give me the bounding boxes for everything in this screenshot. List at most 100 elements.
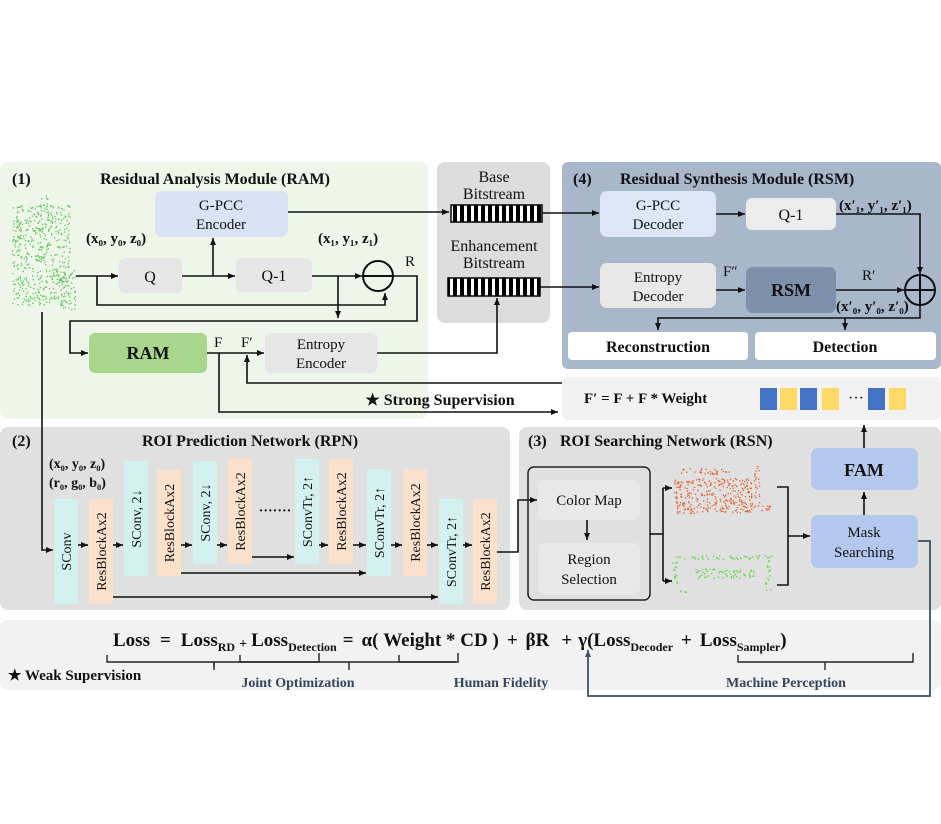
resblock-block: ResBlockAx2 [228, 459, 252, 564]
weight-squares [760, 388, 906, 410]
rsm-number: (4) [573, 171, 592, 188]
sconv-block: SConvTr, 2↑ [439, 499, 463, 604]
feedback-arrow [585, 540, 931, 697]
quantize-box [119, 258, 182, 293]
rpn-input-colors: (r₀, g₀, b₀) [49, 476, 106, 491]
sconv-block: SConvTr, 2↑ [295, 459, 319, 564]
sconv-block: SConvTr, 2↑ [367, 469, 391, 576]
svg-text:Loss=LossRD+LossDetection=α( W: Loss=LossRD+LossDetection=α( Weight * CD… [113, 630, 787, 654]
weight-square [780, 388, 797, 410]
color-map-label: Color Map [556, 493, 621, 509]
entropy-decoder-label: Entropy [634, 270, 683, 286]
block-label: ResBlockAx2 [335, 472, 350, 551]
mask-searching-label: Searching [834, 545, 894, 561]
gpcc-decoder-label: G-PCC [636, 198, 680, 214]
ram-block [89, 333, 207, 373]
loss-formula: Loss=LossRD+LossDetection=α( Weight * CD… [113, 630, 787, 654]
dequantize-box [236, 258, 312, 292]
block-label: ResBlockAx2 [95, 512, 110, 591]
enhancement-bitstream-icon [447, 277, 541, 297]
weight-square [889, 388, 906, 410]
enhancement-bitstream-label: Bitstream [463, 255, 526, 272]
gpcc-encoder-box [155, 191, 288, 237]
block-label: SConvTr, 2↑ [445, 516, 460, 587]
resblock-block: ResBlockAx2 [329, 459, 353, 564]
gpcc-encoder-label: Encoder [196, 217, 246, 233]
sconv-block: SConv, 2↓ [124, 461, 148, 576]
region-selection-label: Region [567, 552, 611, 568]
ram-title: Residual Analysis Module (RAM) [100, 171, 330, 188]
weight-formula-panel [562, 377, 941, 420]
decoded-coords-label: (x′₁, y′₁, z′₁) [839, 198, 912, 214]
gpcc-encoder-label: G-PCC [199, 198, 243, 214]
block-label: SConvTr, 2↑ [373, 487, 388, 558]
loss-braces [106, 653, 914, 670]
weight-ellipsis: ··· [848, 390, 864, 407]
resblock-block: ResBlockAx2 [89, 499, 113, 604]
weight-square [822, 388, 839, 410]
block-label: ResBlockAx2 [163, 484, 178, 563]
joint-optimization-label: Joint Optimization [241, 676, 354, 691]
block-label: SConv, 2↓ [130, 489, 145, 547]
region-selection-box [538, 543, 640, 594]
reconstruction-box [568, 332, 748, 360]
base-bitstream-label: Bitstream [463, 186, 526, 203]
rpn-number: (2) [12, 433, 31, 450]
sconv-block: SConv [54, 499, 78, 604]
gpcc-decoder-box [600, 191, 716, 237]
entropy-encoder-label: Entropy [297, 337, 346, 353]
rpn-title: ROI Prediction Network (RPN) [142, 433, 358, 450]
block-label: SConv [60, 532, 75, 570]
weight-formula: F′ = F + F * Weight [584, 391, 707, 407]
rsm-block-label: RSM [771, 280, 811, 300]
block-label: SConv, 2↓ [199, 483, 214, 541]
rsm-block [746, 267, 836, 313]
weak-supervision-label: ★ Weak Supervision [8, 668, 142, 684]
resblock-block: ResBlockAx2 [473, 499, 497, 604]
detection-label: Detection [813, 339, 878, 356]
resblock-block: ResBlockAx2 [403, 469, 427, 576]
region-selection-label: Selection [561, 572, 617, 588]
rsm-dequantize-box [746, 198, 836, 230]
mask-searching-label: Mask [847, 525, 881, 541]
color-map-box [538, 480, 640, 520]
input-coords-label: (x₀, y₀, z₀) [86, 231, 146, 247]
entropy-encoder-box [265, 333, 377, 373]
add-icon [904, 274, 936, 306]
loss-panel [0, 620, 941, 690]
rsn-arrows [584, 425, 867, 586]
feature-f-prime-label: F′ [241, 335, 253, 351]
feature-f-label: F [214, 335, 222, 351]
entropy-decoder-label: Decoder [633, 289, 684, 305]
rsm-title: Residual Synthesis Module (RSM) [620, 171, 854, 188]
strong-supervision-label: ★ Strong Supervision [365, 392, 514, 409]
reconstructed-coords-label: (x′₀, y′₀, z′₀) [836, 299, 909, 315]
residual-prime-label: R′ [862, 268, 875, 284]
mask-searching-box [811, 515, 918, 568]
detection-box [755, 332, 936, 360]
entropy-encoder-label: Encoder [296, 356, 346, 372]
rpn-ellipsis: ······· [259, 504, 292, 519]
ram-arrows [41, 209, 562, 553]
weight-square [868, 388, 885, 410]
residual-label: R [405, 254, 415, 270]
roi-point-cloud-icon [674, 465, 772, 515]
enhancement-bitstream-label: Enhancement [450, 238, 538, 255]
base-bitstream-icon [450, 204, 543, 223]
rsn-number: (3) [528, 433, 547, 450]
rpn-arrows [78, 497, 537, 600]
machine-perception-label: Machine Perception [726, 676, 846, 691]
rsm-arrows [540, 210, 923, 330]
human-fidelity-label: Human Fidelity [454, 676, 549, 691]
base-bitstream-label: Base [478, 169, 509, 186]
input-point-cloud-icon [12, 195, 77, 311]
rpn-input-coords: (x₀, y₀, z₀) [49, 457, 105, 472]
weight-square [760, 388, 777, 410]
resblock-block: ResBlockAx2 [157, 470, 181, 576]
gpcc-decoder-label: Decoder [633, 217, 684, 233]
ram-block-label: RAM [127, 343, 170, 363]
rsm-dequantize-label: Q-1 [779, 207, 804, 224]
sconv-block: SConv, 2↓ [193, 461, 217, 564]
